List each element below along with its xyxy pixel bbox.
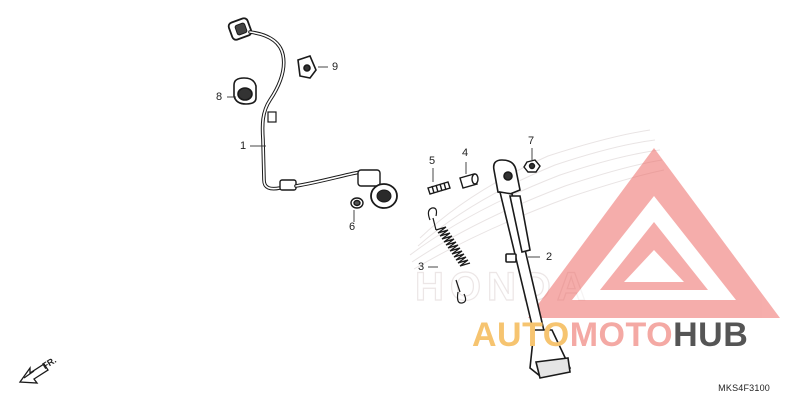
callout-1: 1 (240, 140, 247, 152)
part-6-washer (350, 197, 364, 209)
part-5-bolt (427, 181, 451, 195)
automotohub-watermark: AUTOMOTOHUB (472, 318, 748, 352)
callout-7: 7 (528, 135, 535, 147)
triangle-logo-watermark (528, 148, 780, 318)
part-2-side-stand (492, 159, 572, 379)
part-3-spring (427, 207, 471, 304)
watermark-part-auto: AUTO (472, 316, 570, 354)
leader-lines (227, 66, 540, 268)
diagram-code: MKS4F3100 (718, 383, 770, 393)
callout-5: 5 (429, 155, 436, 167)
callout-2: 2 (546, 251, 553, 263)
callout-8: 8 (216, 91, 223, 103)
part-8-grommet (233, 77, 257, 105)
part-4-collar (459, 173, 479, 189)
front-direction-arrow-icon (18, 363, 49, 384)
watermark-part-moto: MOTO (569, 316, 674, 354)
callout-6: 6 (349, 221, 356, 233)
callout-3: 3 (418, 261, 425, 273)
honda-wing-watermark (409, 129, 665, 270)
part-7-nut (523, 159, 541, 173)
part-1-shift-linkage (227, 17, 398, 209)
callout-9: 9 (332, 61, 339, 73)
callout-4: 4 (462, 147, 469, 159)
part-9-clip (297, 55, 317, 79)
watermark-part-hub: HUB (673, 316, 749, 354)
